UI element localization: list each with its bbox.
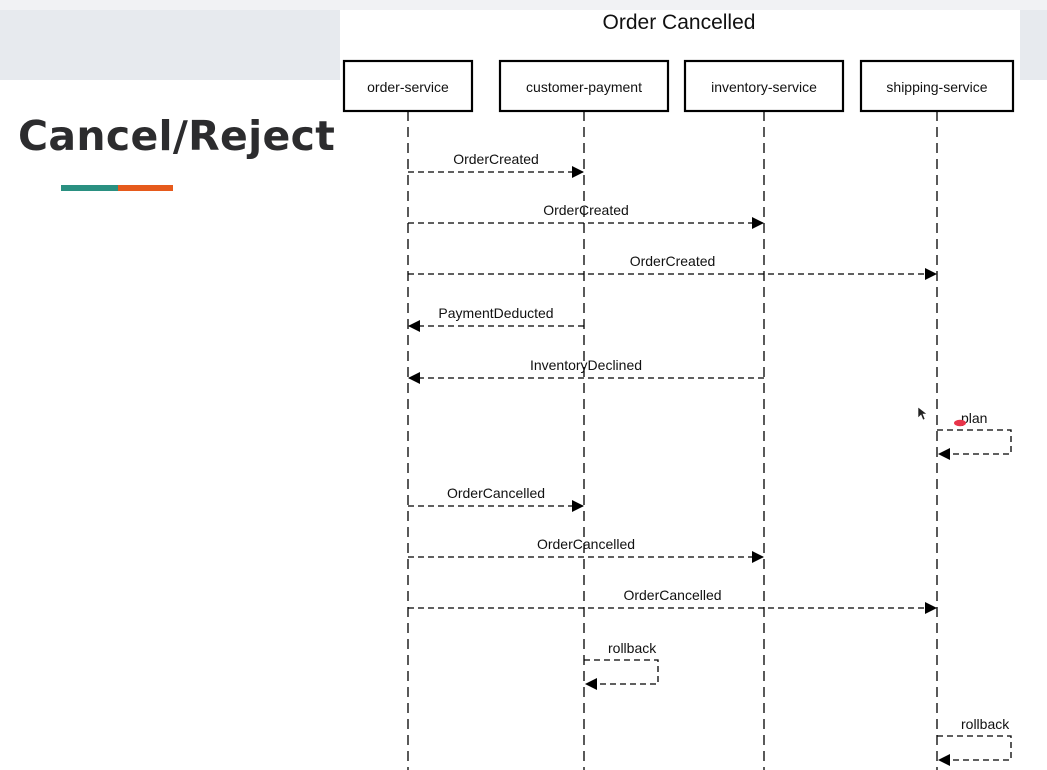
message-label: InventoryDeclined — [530, 357, 642, 373]
message-label: OrderCreated — [630, 253, 716, 269]
diagram-title: Order Cancelled — [603, 11, 756, 34]
participant-label-inventory: inventory-service — [711, 79, 817, 95]
header-band-right — [1020, 10, 1047, 80]
header-band-left — [0, 10, 340, 80]
message-label: rollback — [608, 640, 657, 656]
message-arrow-self — [584, 659, 659, 690]
accent-bar-orange — [118, 185, 173, 191]
diagram-canvas — [340, 10, 1020, 770]
participant-label-order: order-service — [367, 79, 449, 95]
participant-box-order — [342, 59, 474, 113]
message-label: rollback — [961, 716, 1010, 732]
top-background-band — [0, 0, 1047, 10]
message-label: OrderCancelled — [537, 536, 635, 552]
message-label: OrderCancelled — [623, 587, 721, 603]
message-label: OrderCancelled — [447, 485, 545, 501]
participant-box-inventory — [683, 59, 845, 113]
mouse-cursor-icon — [917, 406, 928, 421]
participant-label-payment: customer-payment — [526, 79, 642, 95]
message-arrow-self — [937, 429, 1012, 460]
participant-label-shipping: shipping-service — [886, 79, 987, 95]
title-accent-bar — [61, 185, 173, 191]
message-label: PaymentDeducted — [438, 305, 553, 321]
participant-box-shipping — [859, 59, 1015, 113]
accent-bar-teal — [61, 185, 118, 191]
message-label: plan — [961, 410, 987, 426]
slide-title: Cancel/Reject — [18, 112, 336, 160]
message-label: OrderCreated — [543, 202, 629, 218]
message-arrow-self — [937, 735, 1012, 766]
message-label: OrderCreated — [453, 151, 539, 167]
pointer-dot — [954, 419, 966, 427]
participant-box-payment — [498, 59, 670, 113]
